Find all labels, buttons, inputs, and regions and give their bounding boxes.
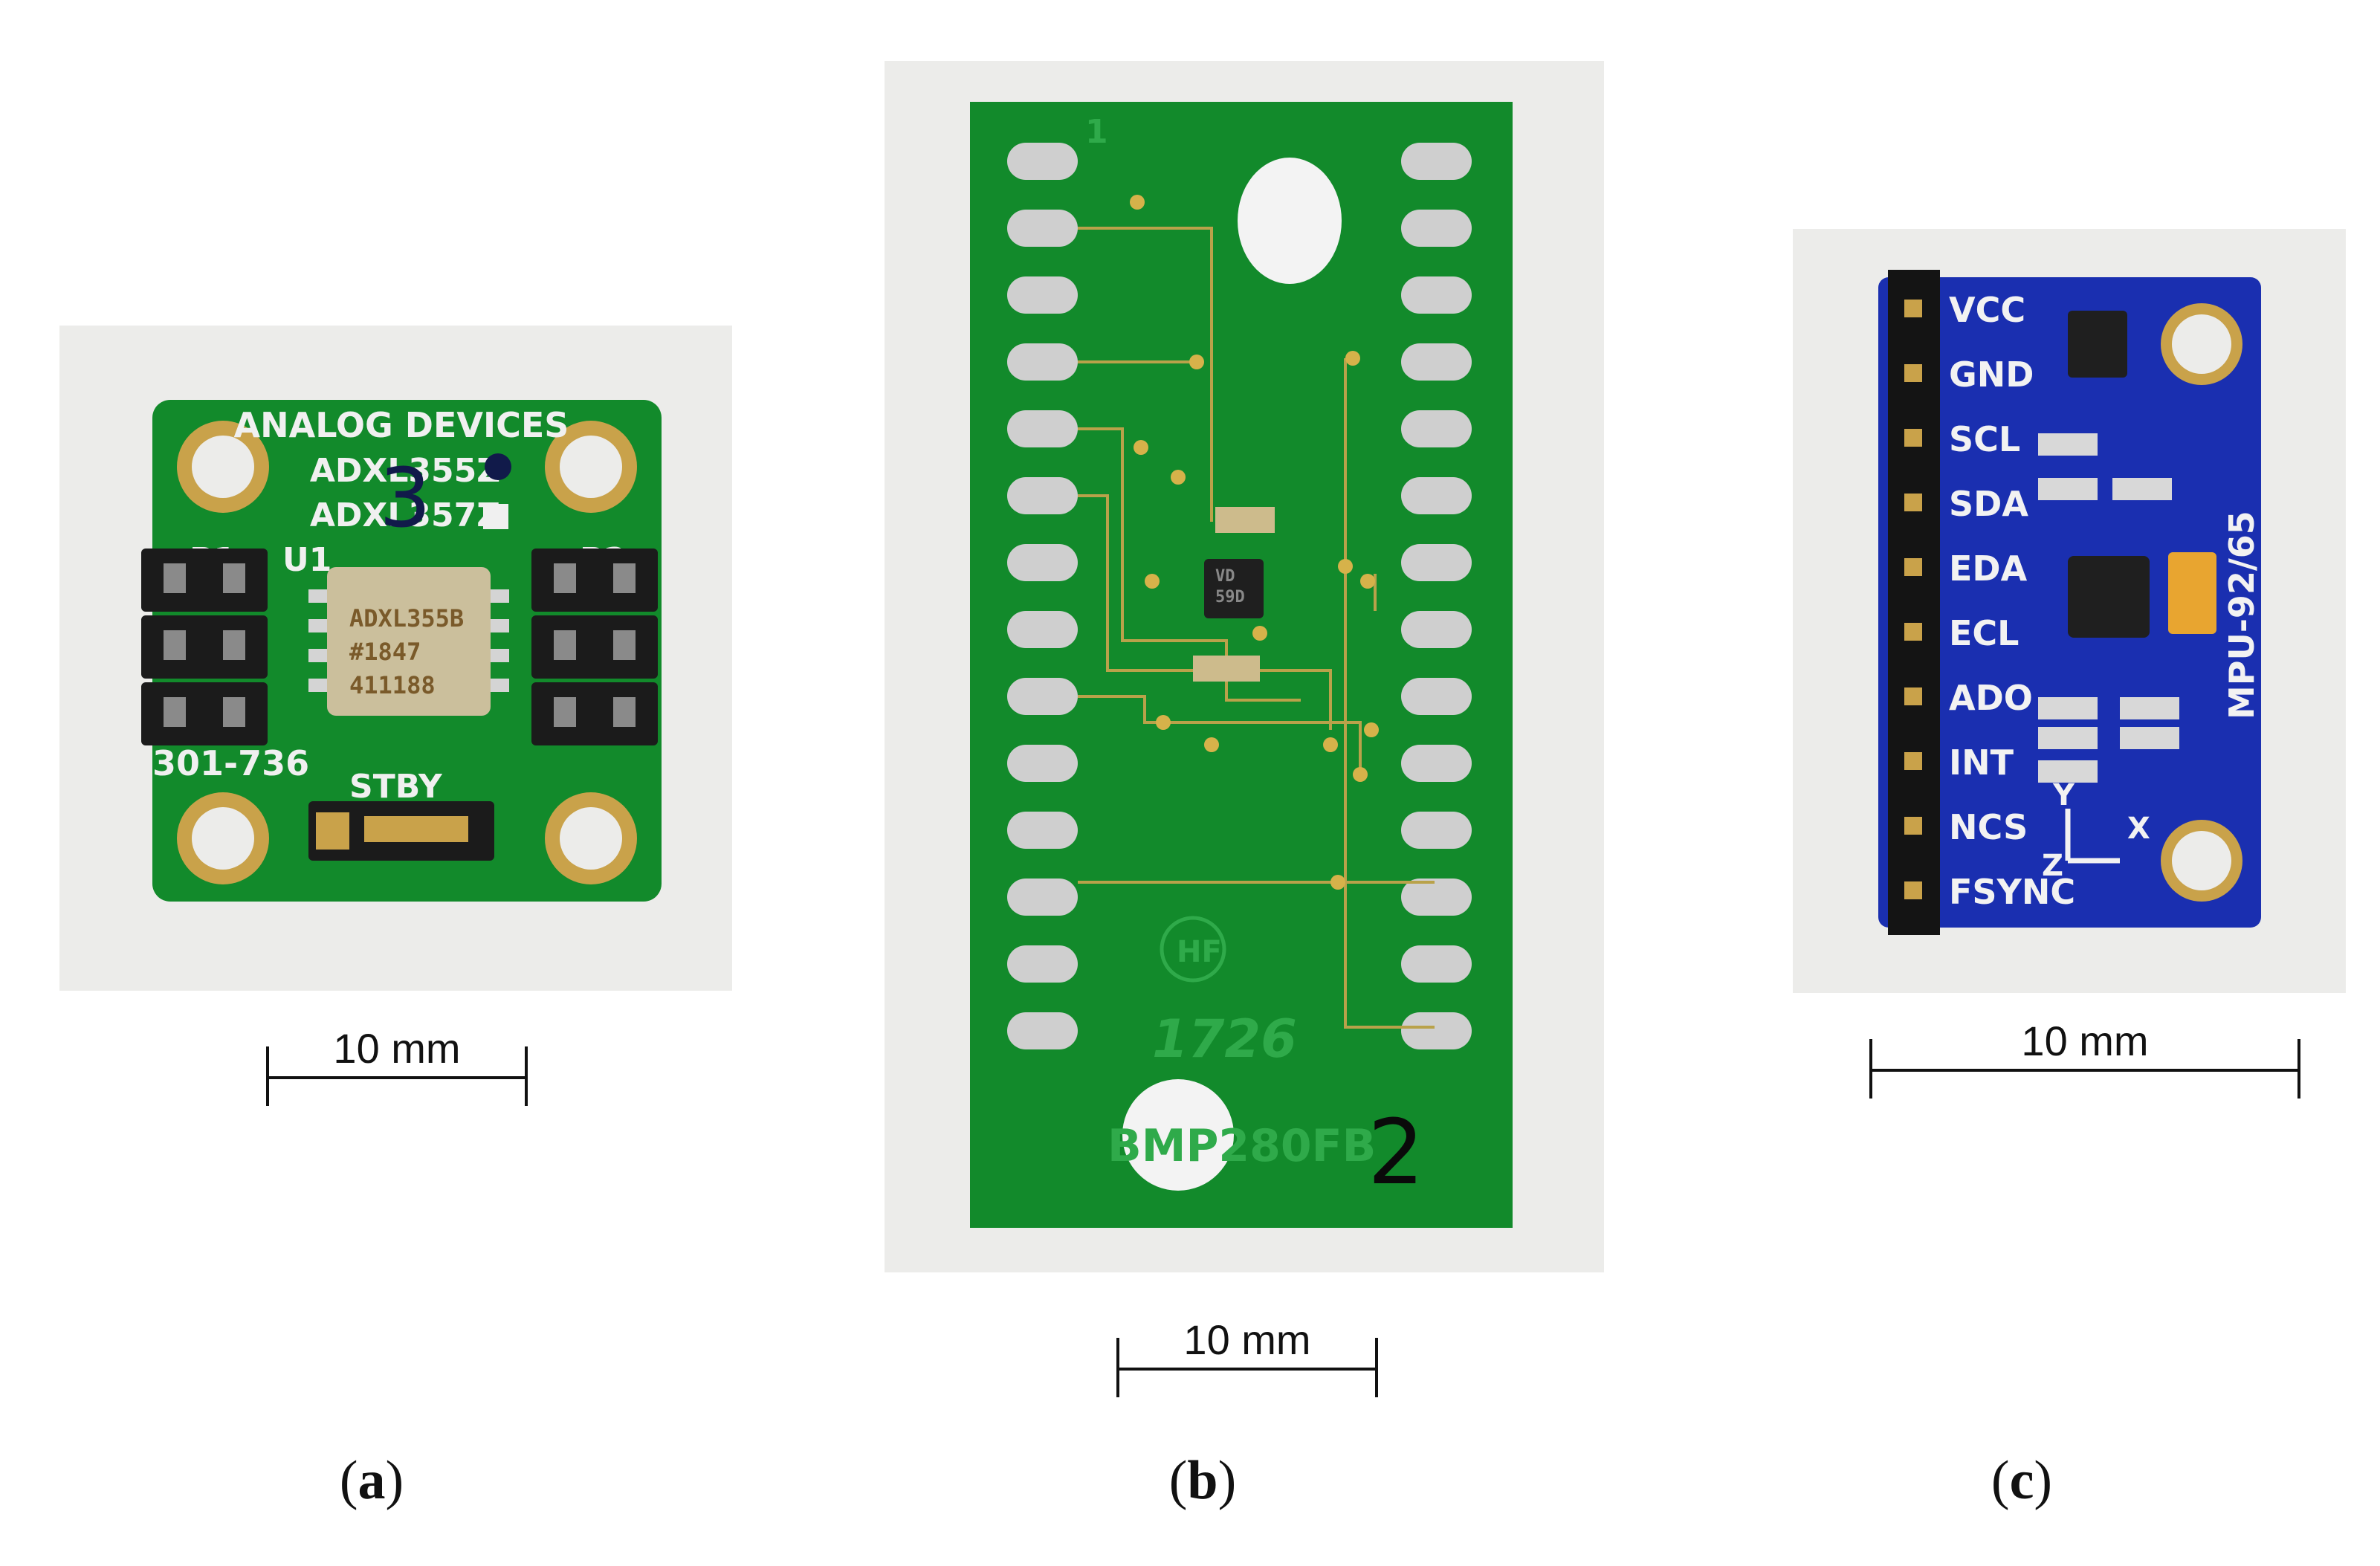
panel-label-c: (c) <box>1991 1450 2053 1511</box>
mounting-hole-top <box>1238 158 1342 284</box>
pin-label-gnd: GND <box>1949 355 2034 395</box>
tantalum-capacitor <box>2168 552 2216 634</box>
pin-header-p2 <box>531 549 658 745</box>
pin1-label: 1 <box>1085 113 1108 151</box>
axis-z-label: Z <box>2042 849 2063 883</box>
chip-line3: 411188 <box>349 671 436 699</box>
scale-label-c: 10 mm <box>2021 1017 2149 1064</box>
photo-panel-a: ANALOG DEVICES ADXL355Z ADXL357Z 3 P1 P2… <box>59 326 732 991</box>
pin-label-scl: SCL <box>1949 419 2020 459</box>
chip-ref-label: U1 <box>282 541 332 579</box>
photo-panel-b: VD 59D 1 HF 1726 BMP280FB 2 <box>885 61 1604 1272</box>
capacitor-top <box>1215 507 1275 533</box>
scale-bar-b: 10 mm <box>1116 1316 1378 1397</box>
handwritten-mark-a: 3 <box>379 450 431 546</box>
mpu9250-chip <box>2068 556 2150 638</box>
brand-text: ANALOG DEVICES <box>234 405 569 445</box>
model-label: MPU-92/65 <box>2222 511 2262 719</box>
scale-label-a: 10 mm <box>333 1025 461 1072</box>
pin-label-eda: EDA <box>1949 549 2028 589</box>
voltage-regulator <box>2068 311 2127 378</box>
axis-indicator <box>2065 809 2120 864</box>
scale-bar-c: 10 mm <box>1869 1017 2300 1099</box>
part2-text: ADXL357Z <box>310 496 500 534</box>
capacitor-bottom <box>1193 656 1260 682</box>
hf-logo-ring <box>1160 916 1226 983</box>
pin-label-ecl: ECL <box>1949 613 2020 653</box>
pad-row-right <box>1401 143 1472 1049</box>
mpu9250-board-illustration: VCC GND SCL SDA EDA ECL ADO INT NCS FSYN… <box>1793 229 2346 993</box>
hf-logo: HF <box>1177 935 1222 969</box>
date-code: 1726 <box>1152 1009 1297 1070</box>
chip-line2: #1847 <box>349 638 421 666</box>
axis-x-label: X <box>2127 812 2150 846</box>
adxl355-board-illustration: ANALOG DEVICES ADXL355Z ADXL357Z 3 P1 P2… <box>59 326 732 991</box>
bmp280-chip <box>1204 559 1264 618</box>
chip-line1: ADXL355B <box>349 604 464 632</box>
chip-mark-b2: 59D <box>1215 588 1245 606</box>
handwritten-mark-b: 2 <box>1368 1101 1424 1205</box>
pin-label-vcc: VCC <box>1949 290 2025 330</box>
scale-label-b: 10 mm <box>1183 1316 1311 1363</box>
pin-label-sda: SDA <box>1949 484 2028 524</box>
stby-label: STBY <box>349 768 443 806</box>
pin-label-int: INT <box>1949 742 2014 783</box>
pin-header-p1 <box>141 549 268 745</box>
pin-label-fsync: FSYNC <box>1949 872 2075 912</box>
scale-bar-a: 10 mm <box>266 1025 528 1106</box>
part1-text: ADXL355Z <box>310 452 500 490</box>
adxl355-chip <box>327 567 491 716</box>
mounting-hole-bottom <box>1122 1079 1234 1191</box>
photo-panel-c: VCC GND SCL SDA EDA ECL ADO INT NCS FSYN… <box>1793 229 2346 993</box>
board-code-label: 301-736 <box>152 743 309 783</box>
panel-label-a: (a) <box>339 1450 404 1511</box>
axis-y-label: Y <box>2052 778 2075 812</box>
panel-label-b: (b) <box>1168 1450 1237 1511</box>
pin-label-ncs: NCS <box>1949 807 2028 847</box>
part-code: BMP280FB <box>1107 1120 1376 1172</box>
pin-label-ado: ADO <box>1949 678 2033 718</box>
chip-mark-b1: VD <box>1215 567 1235 586</box>
bmp280-board-illustration: VD 59D 1 HF 1726 BMP280FB 2 <box>885 61 1604 1272</box>
pad-row-left <box>1007 143 1078 1049</box>
